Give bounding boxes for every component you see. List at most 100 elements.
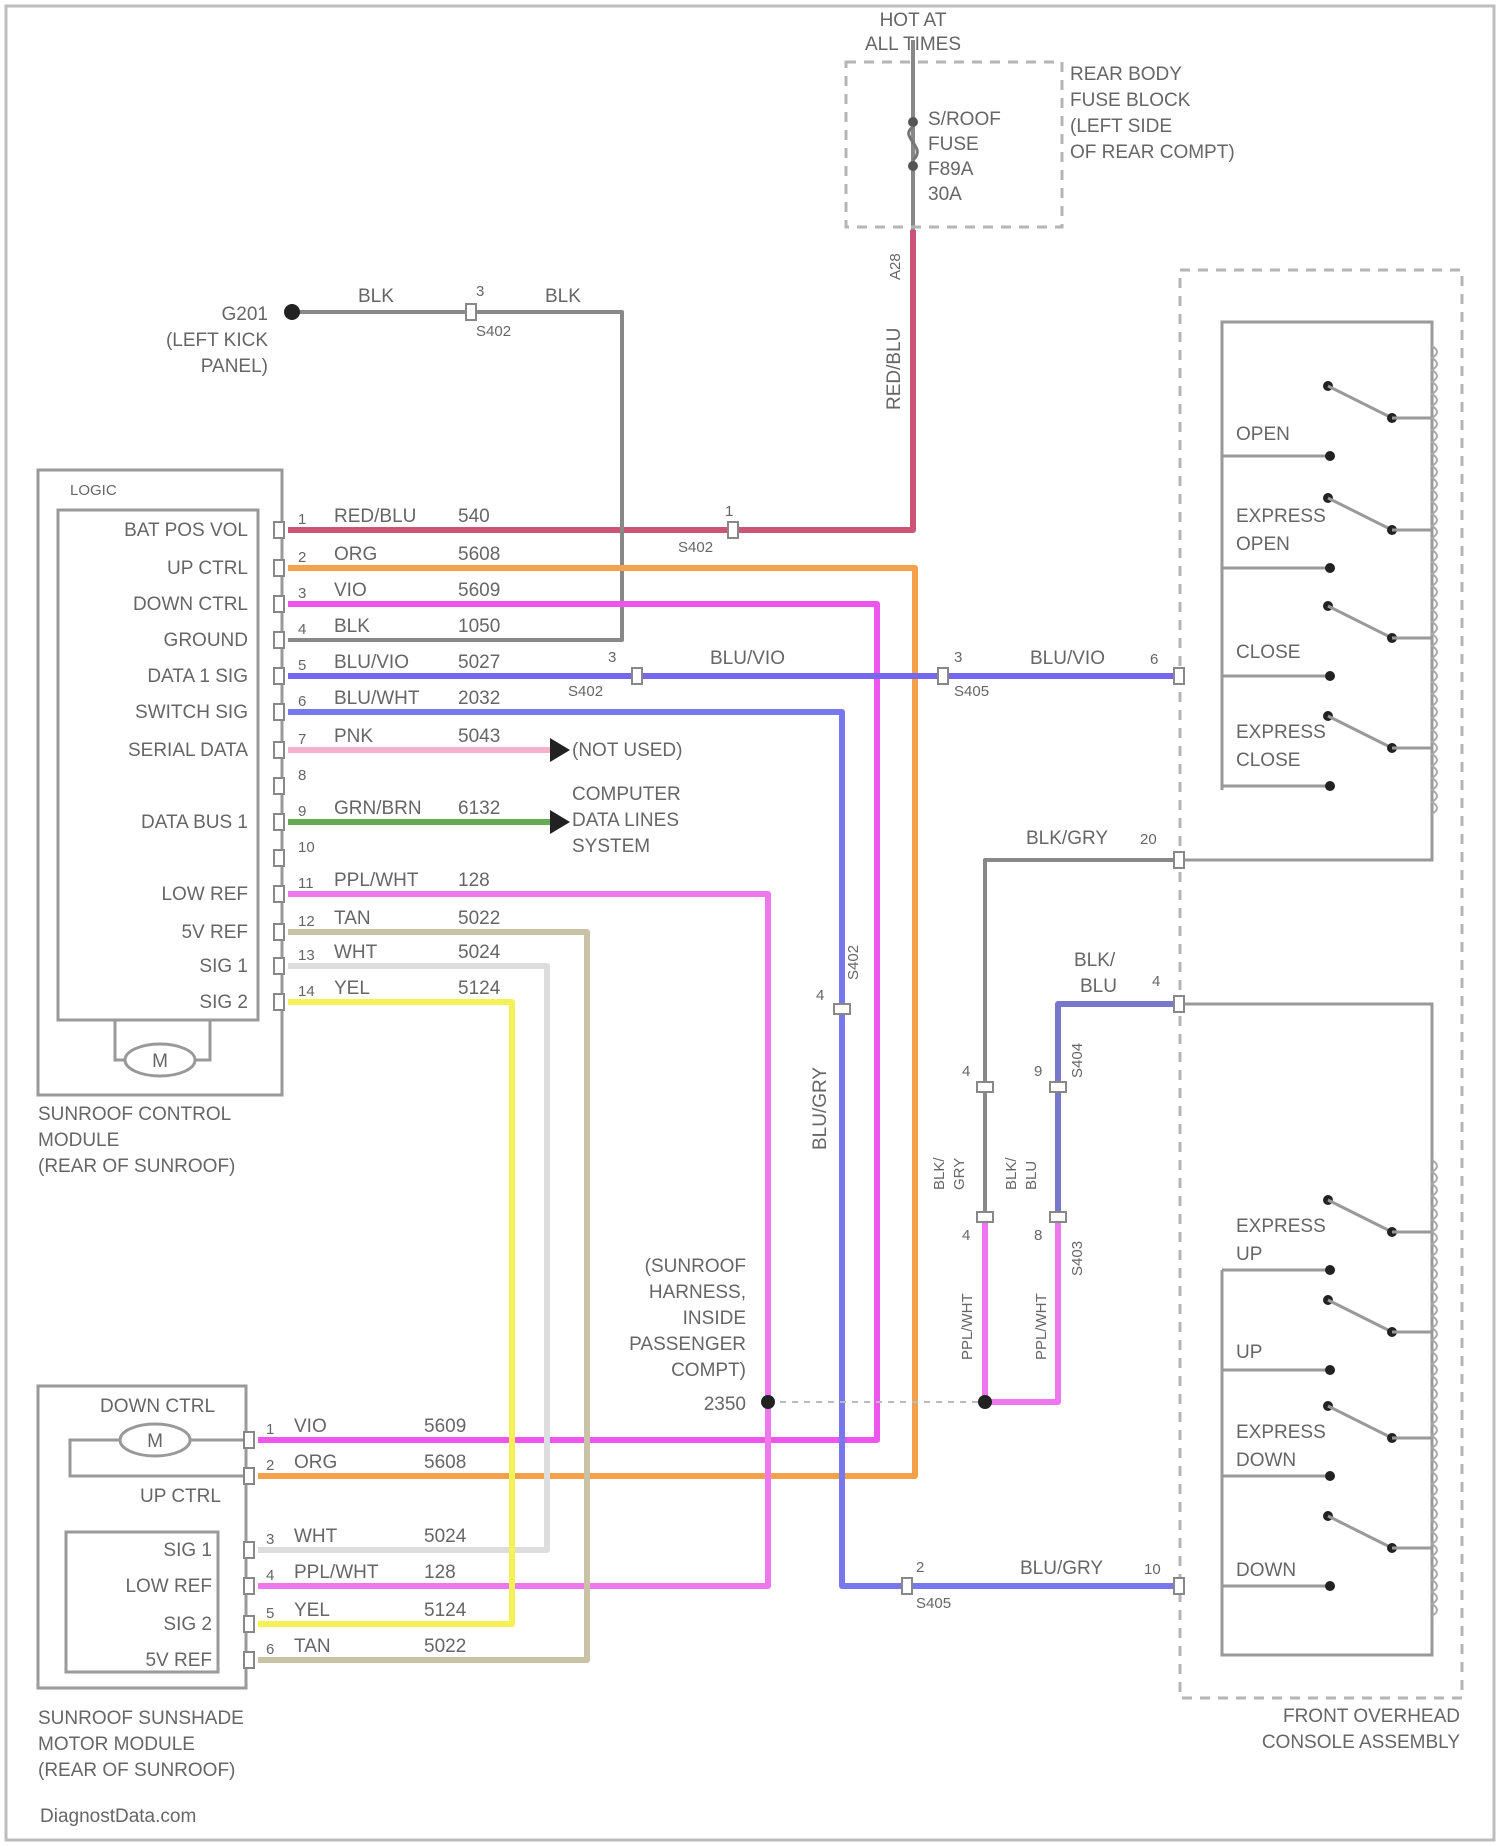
cm-pin-function: DATA BUS 1 [141, 812, 248, 833]
cm-pin-function: SWITCH SIG [135, 702, 248, 723]
ground-id: G201 [222, 304, 268, 325]
ss-pin-circuit: 5022 [424, 1636, 466, 1657]
fuse-block-name-2: FUSE BLOCK [1070, 90, 1191, 111]
console-name-2: CONSOLE ASSEMBLY [1262, 1732, 1460, 1753]
ss-pin-terminal [244, 1652, 254, 1668]
overhead-pin4-num: 4 [1152, 973, 1160, 990]
cm-pin-function: GROUND [164, 630, 248, 651]
wire-red-blu [288, 230, 913, 530]
upper-switch-label: OPEN [1236, 534, 1290, 555]
cm-pin-circuit: 1050 [458, 616, 500, 637]
switch-contact [1325, 1471, 1335, 1481]
control-module-name-2: MODULE [38, 1130, 119, 1151]
fuse-label-1: S/ROOF [928, 109, 1001, 130]
s402-pin1-num: 1 [725, 503, 733, 520]
mid-conn-b-num: 9 [1034, 1063, 1042, 1080]
cm-pin-number: 5 [298, 657, 306, 674]
lower-switch-label: DOWN [1236, 1450, 1296, 1471]
sunshade-up-ctrl: UP CTRL [140, 1486, 221, 1507]
cm-pin-function: 5V REF [181, 922, 248, 943]
inline-connectors: 1 S402 3 S402 BLU/VIO 3 S405 4 S402 BLU/… [568, 503, 989, 1612]
upper-switch-label: EXPRESS [1236, 506, 1326, 527]
wires [258, 40, 1180, 1660]
cm-pin-terminal [274, 958, 284, 974]
overhead-pin6-connector [1174, 668, 1184, 684]
s402-pin4-num: 4 [816, 987, 824, 1004]
cm-pin-number: 13 [298, 947, 315, 964]
s402-pin4-color: BLU/GRY [810, 1067, 831, 1150]
fuse-block: HOT AT ALL TIMES S/ROOF FUSE F89A 30A RE… [846, 10, 1235, 410]
cm-pin-terminal [274, 886, 284, 902]
ss-pin-wire-color: VIO [294, 1416, 327, 1437]
ss-pin-circuit: 5608 [424, 1452, 466, 1473]
cm-pin-function: SERIAL DATA [128, 740, 248, 761]
ss-pin-terminal [244, 1432, 254, 1448]
arrow-computer-data [550, 810, 570, 834]
ss-pin-wire-color: PPL/WHT [294, 1562, 379, 1583]
cm-pin-function: SIG 1 [199, 956, 248, 977]
ground-dot [284, 304, 300, 320]
switch-contact [1325, 451, 1335, 461]
cm-pin-terminal [274, 522, 284, 538]
cm-pin-terminal [274, 814, 284, 830]
splice-dot-right [978, 1395, 992, 1409]
ss-pin-circuit: 5024 [424, 1526, 467, 1547]
cm-pin-function: UP CTRL [167, 558, 248, 579]
cm-pin-wire-color: PPL/WHT [334, 870, 419, 891]
switch-contact [1325, 1365, 1335, 1375]
cm-pin-wire-color: BLU/WHT [334, 688, 420, 709]
switch-contact [1325, 563, 1335, 573]
data-wire-color: BLU/VIO [710, 648, 785, 669]
ss-pin-function: SIG 2 [163, 1614, 212, 1635]
cm-pin-number: 1 [298, 511, 306, 528]
cm-pin-circuit: 2032 [458, 688, 500, 709]
ground-conn-id: S402 [476, 323, 511, 340]
switch-blade [1328, 716, 1392, 748]
fuse-pin: A28 [887, 253, 904, 280]
sunshade-name-2: MOTOR MODULE [38, 1734, 195, 1755]
mid-conn-b-conn: S404 [1069, 1043, 1086, 1078]
cm-pin-function: DOWN CTRL [133, 594, 248, 615]
cm-pin-circuit: 6132 [458, 798, 500, 819]
s402-pin1-conn: S402 [678, 539, 713, 556]
lower-switch-label: EXPRESS [1236, 1216, 1326, 1237]
front-overhead-console: FRONT OVERHEAD CONSOLE ASSEMBLY OPENEXPR… [1020, 270, 1462, 1753]
cm-pin-function: LOW REF [161, 884, 248, 905]
ss-pin-function: LOW REF [125, 1576, 212, 1597]
mid-conn-d [1050, 1212, 1066, 1222]
cm-pin-number: 4 [298, 621, 306, 638]
hot-label-1: HOT AT [880, 10, 947, 31]
mid-a-color-2: GRY [951, 1158, 968, 1190]
cm-pin-function: SIG 2 [199, 992, 248, 1013]
lower-switch-label: UP [1236, 1342, 1262, 1363]
splice-desc-2: HARNESS, [649, 1282, 746, 1303]
cm-pin-terminal [274, 778, 284, 794]
ss-pin-function: SIG 1 [163, 1540, 212, 1561]
s402-pin4-connector [834, 1004, 850, 1014]
overhead-pin20-num: 20 [1140, 831, 1157, 848]
upper-switch-label: EXPRESS [1236, 722, 1326, 743]
control-module-name-3: (REAR OF SUNROOF) [38, 1156, 235, 1177]
upper-switch-label: CLOSE [1236, 750, 1300, 771]
fuse-block-name-1: REAR BODY [1070, 64, 1182, 85]
ground-wire-2: BLK [545, 286, 581, 307]
overhead-pin4-color-2: BLU [1080, 976, 1117, 997]
switch-blade [1328, 386, 1392, 418]
cm-pin-wire-color: ORG [334, 544, 377, 565]
lower-switch-label: EXPRESS [1236, 1422, 1326, 1443]
ss-pin-circuit: 5124 [424, 1600, 467, 1621]
cm-pin-wire-color: GRN/BRN [334, 798, 422, 819]
splice-id: 2350 [704, 1394, 746, 1415]
ground-wire-1: BLK [358, 286, 394, 307]
upper-switch-label: OPEN [1236, 424, 1290, 445]
s405-pin3-connector [938, 668, 948, 684]
cm-pin-wire-color: YEL [334, 978, 370, 999]
cm-pin-circuit: 5024 [458, 942, 501, 963]
switch-contact [1325, 671, 1335, 681]
s405-pin3-num: 3 [954, 649, 962, 666]
ss-pin-number: 1 [266, 1421, 274, 1438]
overhead-pin6-num: 6 [1150, 651, 1158, 668]
splice-desc-1: (SUNROOF [645, 1256, 746, 1277]
